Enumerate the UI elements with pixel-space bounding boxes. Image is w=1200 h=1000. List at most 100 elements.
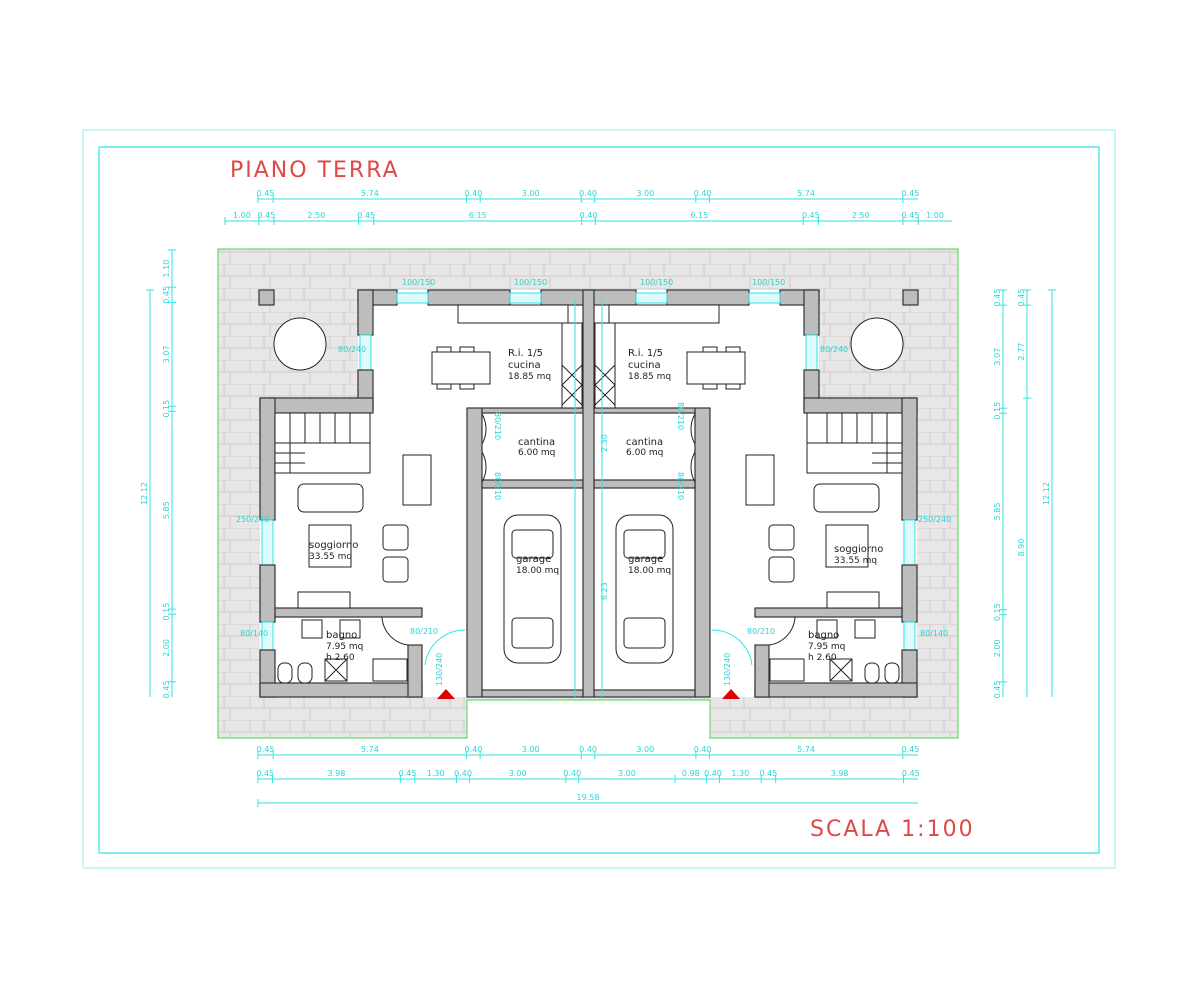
dimension-label: 2.00	[993, 639, 1002, 657]
dimension-label: 0.45	[802, 211, 820, 220]
dimension-label: 0.40	[704, 769, 722, 778]
dimension-label: 3.07	[162, 345, 171, 363]
party-wall	[582, 289, 595, 698]
svg-text:100/150: 100/150	[402, 278, 435, 287]
svg-text:cantina: cantina	[626, 437, 663, 448]
svg-text:18.00 mq: 18.00 mq	[628, 566, 671, 576]
dimension-label: 0.40	[579, 189, 597, 198]
opening-labels: 100/150 100/150 100/150 100/150 80/240 8…	[236, 278, 951, 686]
dimension-label: 3.07	[993, 348, 1002, 366]
dimension-label: 3.00	[509, 769, 527, 778]
dimension-label: 1.00	[926, 211, 944, 220]
dimension-label: 0.15	[993, 402, 1002, 420]
svg-text:7.95 mq: 7.95 mq	[808, 642, 845, 652]
entrance-marker-right	[722, 689, 740, 699]
dimension-label: 0.40	[694, 745, 712, 754]
svg-text:6.23: 6.23	[600, 582, 609, 600]
dimension-label: 5.74	[361, 189, 379, 198]
svg-text:80/210: 80/210	[676, 472, 685, 500]
entrance-marker-left	[437, 689, 455, 699]
svg-text:250/240: 250/240	[918, 515, 951, 524]
dimension-label: 12.12	[1042, 482, 1051, 505]
dimension-label: 0.45	[257, 745, 275, 754]
dimension-label: 5.74	[797, 189, 815, 198]
svg-text:80/240: 80/240	[820, 345, 848, 354]
dimension-label: 12.12	[140, 482, 149, 505]
dimension-label: 0.40	[464, 189, 482, 198]
svg-text:18.00 mq: 18.00 mq	[516, 566, 559, 576]
svg-text:80/210: 80/210	[493, 412, 502, 440]
svg-text:130/240: 130/240	[723, 653, 732, 686]
svg-text:80/210: 80/210	[747, 627, 775, 636]
dimension-label: 0.45	[258, 211, 276, 220]
svg-text:80/140: 80/140	[920, 629, 948, 638]
dimension-label: 3.98	[327, 769, 345, 778]
svg-text:cucina: cucina	[628, 360, 661, 371]
svg-text:80/210: 80/210	[493, 472, 502, 500]
svg-text:bagno: bagno	[808, 630, 839, 641]
svg-text:80/210: 80/210	[676, 402, 685, 430]
svg-text:80/240: 80/240	[338, 345, 366, 354]
svg-text:33.55 mq: 33.55 mq	[834, 556, 877, 566]
dimension-label: 0.45	[162, 286, 171, 304]
svg-text:80/140: 80/140	[240, 629, 268, 638]
svg-text:6.00 mq: 6.00 mq	[518, 448, 555, 458]
dimension-label: 0.45	[902, 745, 920, 754]
dimension-label: 0.40	[454, 769, 472, 778]
dimension-label: 0.15	[162, 400, 171, 418]
dimension-label: 3.98	[831, 769, 849, 778]
inner-frame	[98, 146, 1100, 854]
dimension-label: 0.40	[580, 211, 598, 220]
svg-text:18.85 mq: 18.85 mq	[508, 372, 551, 382]
dimension-label: 0.40	[563, 769, 581, 778]
unit-left	[258, 289, 590, 698]
dimension-label: 6.15	[469, 211, 487, 220]
outer-frame	[82, 129, 1116, 869]
dimension-label: 0.45	[256, 769, 274, 778]
dimension-label: 0.45	[1017, 289, 1026, 307]
dimension-label: 0.15	[993, 603, 1002, 621]
dimension-label: 0.45	[993, 681, 1002, 699]
dimension-label: 1.30	[427, 769, 445, 778]
svg-text:cantina: cantina	[518, 437, 555, 448]
dimension-label: 0.45	[357, 211, 375, 220]
svg-text:h 2.60: h 2.60	[808, 653, 837, 663]
svg-text:soggiorno: soggiorno	[834, 544, 883, 555]
svg-text:R.i. 1/5: R.i. 1/5	[628, 348, 663, 359]
dimension-label: 0.40	[464, 745, 482, 754]
dimension-label: 2.00	[162, 639, 171, 657]
dimension-label: 0.45	[993, 289, 1002, 307]
dimension-label: 0.40	[694, 189, 712, 198]
dimension-label: 2.50	[307, 211, 325, 220]
dimension-label: 0.45	[902, 189, 920, 198]
svg-text:bagno: bagno	[326, 630, 357, 641]
dimension-label: 3.00	[618, 769, 636, 778]
dimension-label: 3.00	[636, 189, 654, 198]
dimension-label: 0.45	[760, 769, 778, 778]
svg-text:7.95 mq: 7.95 mq	[326, 642, 363, 652]
dimension-lines: 0.45 5.74 0.40 3.00 0.40 3.00 0.40 5.74 0.45 1.00…	[140, 189, 1056, 807]
svg-text:130/240: 130/240	[435, 653, 444, 686]
dimension-label: 1.30	[731, 769, 749, 778]
svg-text:h 2.60: h 2.60	[326, 653, 355, 663]
dimension-label: 3.00	[636, 745, 654, 754]
room-labels-right: R.i. 1/5 cucina 18.85 mq cantina 6.00 mq…	[626, 348, 883, 663]
dimension-label: 0.45	[399, 769, 417, 778]
svg-text:garage: garage	[516, 554, 551, 565]
dimension-label: 0.45	[902, 769, 920, 778]
dimension-label: 2.50	[852, 211, 870, 220]
dimension-label: 0.45	[257, 189, 275, 198]
svg-text:garage: garage	[628, 554, 663, 565]
svg-text:soggiorno: soggiorno	[309, 540, 358, 551]
dimension-label: 5.85	[993, 503, 1002, 521]
drawing-scale: SCALA 1:100	[810, 817, 975, 842]
svg-text:cucina: cucina	[508, 360, 541, 371]
svg-text:6.00 mq: 6.00 mq	[626, 448, 663, 458]
dimension-label: 5.74	[797, 745, 815, 754]
svg-text:80/210: 80/210	[410, 627, 438, 636]
dimension-label: 0.98	[682, 769, 700, 778]
dimension-label: 0.40	[579, 745, 597, 754]
drawing-title: PIANO TERRA	[230, 158, 400, 183]
dimension-label: 1.10	[162, 260, 171, 278]
